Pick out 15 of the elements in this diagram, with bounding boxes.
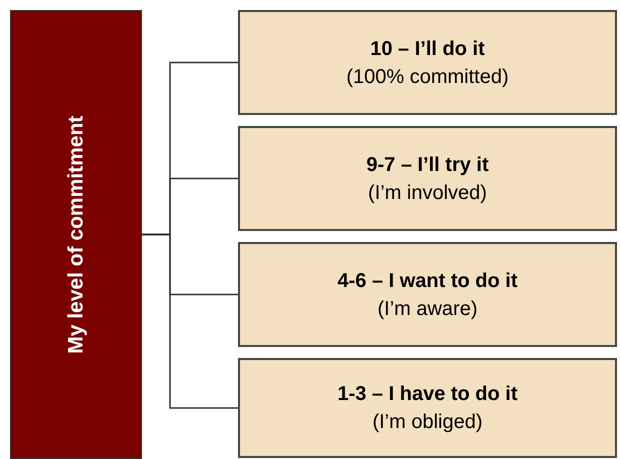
level-box [238,242,617,347]
level-description: (100% committed) [346,64,509,90]
level-description: (I’m obliged) [372,410,483,435]
level-box [238,126,617,231]
level-title: 9-7 – I’ll try it [366,152,489,178]
level-description: (I’m aware) [377,296,478,322]
level-title: 1-3 – I have to do it [337,382,518,407]
level-title: 10 – I’ll do it [370,36,485,62]
level-description: (I’m involved) [368,180,487,206]
connector-line [142,234,238,409]
category-label: My level of commitment [63,115,88,354]
level-title: 4-6 – I want to do it [337,268,518,294]
level-box [238,358,617,458]
level-box [238,10,617,115]
category-bar [10,10,142,459]
